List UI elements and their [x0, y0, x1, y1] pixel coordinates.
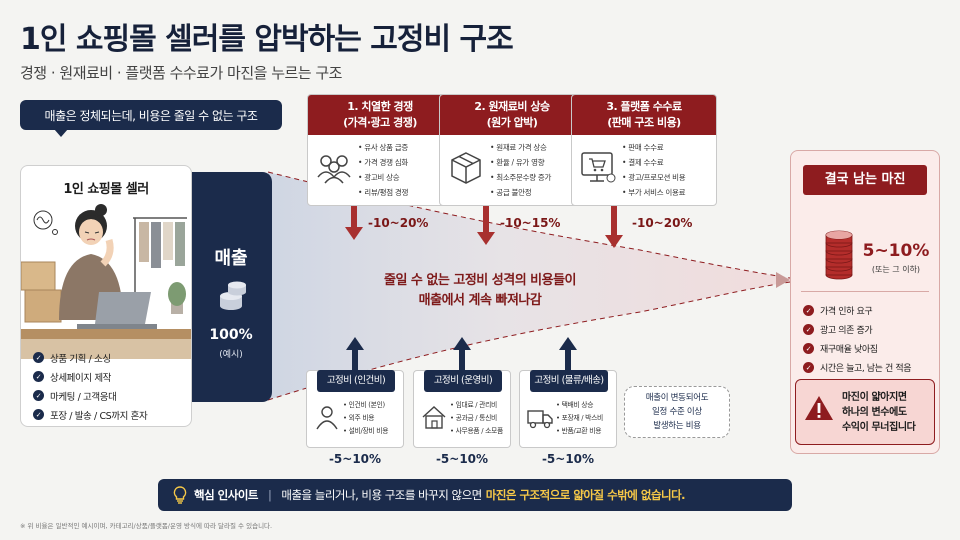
fixed-cost-header: 고정비 (인건비) [317, 370, 395, 392]
remaining-margin-title: 결국 남는 마진 [803, 165, 927, 195]
cost-box-platform: 3. 플랫폼 수수료 (판매 구조 비용) 판매 수수료 결제 수수료 광고/프… [571, 94, 717, 206]
coin-stack-icon [825, 230, 853, 280]
stressed-seller-illustration [21, 204, 191, 359]
warning-icon [805, 396, 833, 420]
fixed-cost-labor: 고정비 (인건비) 인건비 (본인) 외주 비용 설비/장비 비용 [306, 370, 404, 448]
insight-highlight: 마진은 구조적으로 얇아질 수밖에 없습니다. [485, 488, 686, 502]
cost-box-materials: 2. 원재료비 상승 (원가 압박) 원재료 가격 상승 환율 / 유가 영향 … [439, 94, 585, 206]
fixed-cost-header: 고정비 (운영비) [424, 370, 502, 392]
seller-card: 1인 쇼핑몰 셀러 ✓상품 기획 / 소싱 ✓ [20, 165, 192, 427]
cost-box-header: 3. 플랫폼 수수료 (판매 구조 비용) [572, 95, 716, 135]
margin-effect-list: ✓가격 인하 요구 ✓광고 의존 증가 ✓재구매율 낮아짐 ✓시간은 늘고, 남… [803, 301, 912, 377]
fixed-cost-logistics: 고정비 (물류/배송) 택배비 상승 포장재 / 박스비 반품/교환 비용 [519, 370, 617, 448]
cost-percent-materials: -10~15% [500, 216, 561, 230]
fixed-cost-item-list: 택배비 상승 포장재 / 박스비 반품/교환 비용 [556, 399, 604, 438]
house-icon [422, 406, 446, 429]
box-icon [451, 152, 481, 184]
arrow-down-2 [483, 205, 489, 235]
check-icon: ✓ [803, 362, 814, 373]
cost-item-list: 유사 상품 급증 가격 경쟁 심화 광고비 상승 리뷰/평점 경쟁 [358, 140, 408, 200]
fixed-cost-operations: 고정비 (운영비) 임대료 / 관리비 공과금 / 통신비 사무용품 / 소모품 [413, 370, 511, 448]
coin-stack-icon [220, 281, 246, 310]
revenue-example-note: (예시) [219, 350, 243, 360]
divider [801, 291, 929, 292]
cost-percent-competition: -10~20% [368, 216, 429, 230]
arrow-up-2 [459, 348, 465, 370]
revenue-block [192, 172, 272, 402]
cost-percent-platform: -10~20% [632, 216, 693, 230]
flow-description: 줄일 수 없는 고정비 성격의 비용들이 매출에서 계속 빠져나감 [330, 271, 630, 311]
warning-box: 마진이 얇아지면 하나의 변수에도 수익이 무너집니다 [795, 379, 935, 445]
cost-box-header: 1. 치열한 경쟁 (가격·광고 경쟁) [308, 95, 452, 135]
seller-task: ✓마케팅 / 고객응대 [33, 386, 147, 405]
person-icon [316, 406, 338, 430]
check-icon: ✓ [33, 409, 44, 420]
truck-icon [527, 410, 553, 429]
seller-task-list: ✓상품 기획 / 소싱 ✓상세페이지 제작 ✓마케팅 / 고객응대 ✓포장 / … [33, 348, 148, 424]
flow-line-1: 줄일 수 없는 고정비 성격의 비용들이 [383, 273, 577, 288]
page-title: 1인 쇼핑몰 셀러를 압박하는 고정비 구조 [20, 22, 514, 57]
check-icon: ✓ [33, 352, 44, 363]
remaining-margin-panel: 결국 남는 마진 5~10% (또는 그 이하) ✓가격 인하 요구 ✓광고 의… [790, 150, 940, 454]
check-icon: ✓ [803, 305, 814, 316]
arrow-down-1 [351, 205, 357, 229]
check-icon: ✓ [33, 371, 44, 382]
fixed-cost-header: 고정비 (물류/배송) [530, 370, 608, 392]
fixed-cost-percent-operations: -5~10% [435, 452, 489, 466]
seller-title: 1인 쇼핑몰 셀러 [63, 182, 149, 197]
arrow-up-3 [565, 348, 571, 370]
seller-task: ✓상품 기획 / 소싱 [33, 348, 147, 367]
margin-effect-item: ✓가격 인하 요구 [803, 301, 911, 320]
check-icon: ✓ [803, 324, 814, 335]
funnel-arrow-head [776, 272, 790, 288]
insight-separator: | [267, 488, 272, 502]
flow-line-2: 매출에서 계속 빠져나감 [418, 293, 542, 308]
footnote: ※ 위 비율은 일반적인 예시이며, 카테고리/상품/플랫폼/운영 방식에 따라… [20, 522, 273, 530]
fixed-cost-percent-logistics: -5~10% [541, 452, 595, 466]
fixed-cost-note-bubble: 매출이 변동되어도 일정 수준 이상 발생하는 비용 [624, 386, 730, 438]
remaining-margin-percent: 5~10% [862, 241, 930, 261]
cost-box-header: 2. 원재료비 상승 (원가 압박) [440, 95, 584, 135]
fixed-cost-item-list: 인건비 (본인) 외주 비용 설비/장비 비용 [343, 399, 389, 438]
arrow-up-1 [352, 348, 358, 370]
people-icon [317, 155, 351, 184]
insight-text: 매출을 늘리거나, 비용 구조를 바꾸지 않으면 [281, 488, 482, 502]
page-subtitle: 경쟁 · 원재료비 · 플랫폼 수수료가 마진을 누르는 구조 [20, 64, 342, 82]
key-insight-bar: 핵심 인사이트 | 매출을 늘리거나, 비용 구조를 바꾸지 않으면 마진은 구… [158, 479, 792, 511]
fixed-cost-percent-labor: -5~10% [328, 452, 382, 466]
cost-box-competition: 1. 치열한 경쟁 (가격·광고 경쟁) 유사 상품 급증 가격 경쟁 심화 광… [307, 94, 453, 206]
remaining-margin-note: (또는 그 이하) [871, 265, 921, 274]
check-icon: ✓ [33, 390, 44, 401]
revenue-percent: 100% [209, 327, 253, 343]
cart-monitor-icon [581, 152, 616, 183]
fixed-cost-item-list: 임대료 / 관리비 공과금 / 통신비 사무용품 / 소모품 [450, 399, 504, 438]
arrow-down-3 [611, 205, 617, 237]
note-callout-tail [54, 129, 68, 137]
cost-item-list: 원재료 가격 상승 환율 / 유가 영향 최소주문수량 증가 공급 불안정 [490, 140, 551, 200]
lightbulb-icon [173, 486, 187, 504]
insight-label: 핵심 인사이트 [194, 488, 258, 502]
seller-task: ✓상세페이지 제작 [33, 367, 147, 386]
margin-effect-item: ✓재구매율 낮아짐 [803, 339, 911, 358]
note-callout: 매출은 정체되는데, 비용은 줄일 수 없는 구조 [20, 100, 282, 130]
check-icon: ✓ [803, 343, 814, 354]
warning-text: 마진이 얇아지면 하나의 변수에도 수익이 무너집니다 [842, 392, 916, 433]
seller-task: ✓포장 / 발송 / CS까지 혼자 [33, 405, 148, 424]
revenue-label: 매출 [214, 248, 248, 269]
margin-effect-item: ✓시간은 늘고, 남는 건 적음 [803, 358, 912, 377]
cost-item-list: 판매 수수료 결제 수수료 광고/프로모션 비용 부가 서비스 이용료 [622, 140, 685, 200]
margin-effect-item: ✓광고 의존 증가 [803, 320, 911, 339]
